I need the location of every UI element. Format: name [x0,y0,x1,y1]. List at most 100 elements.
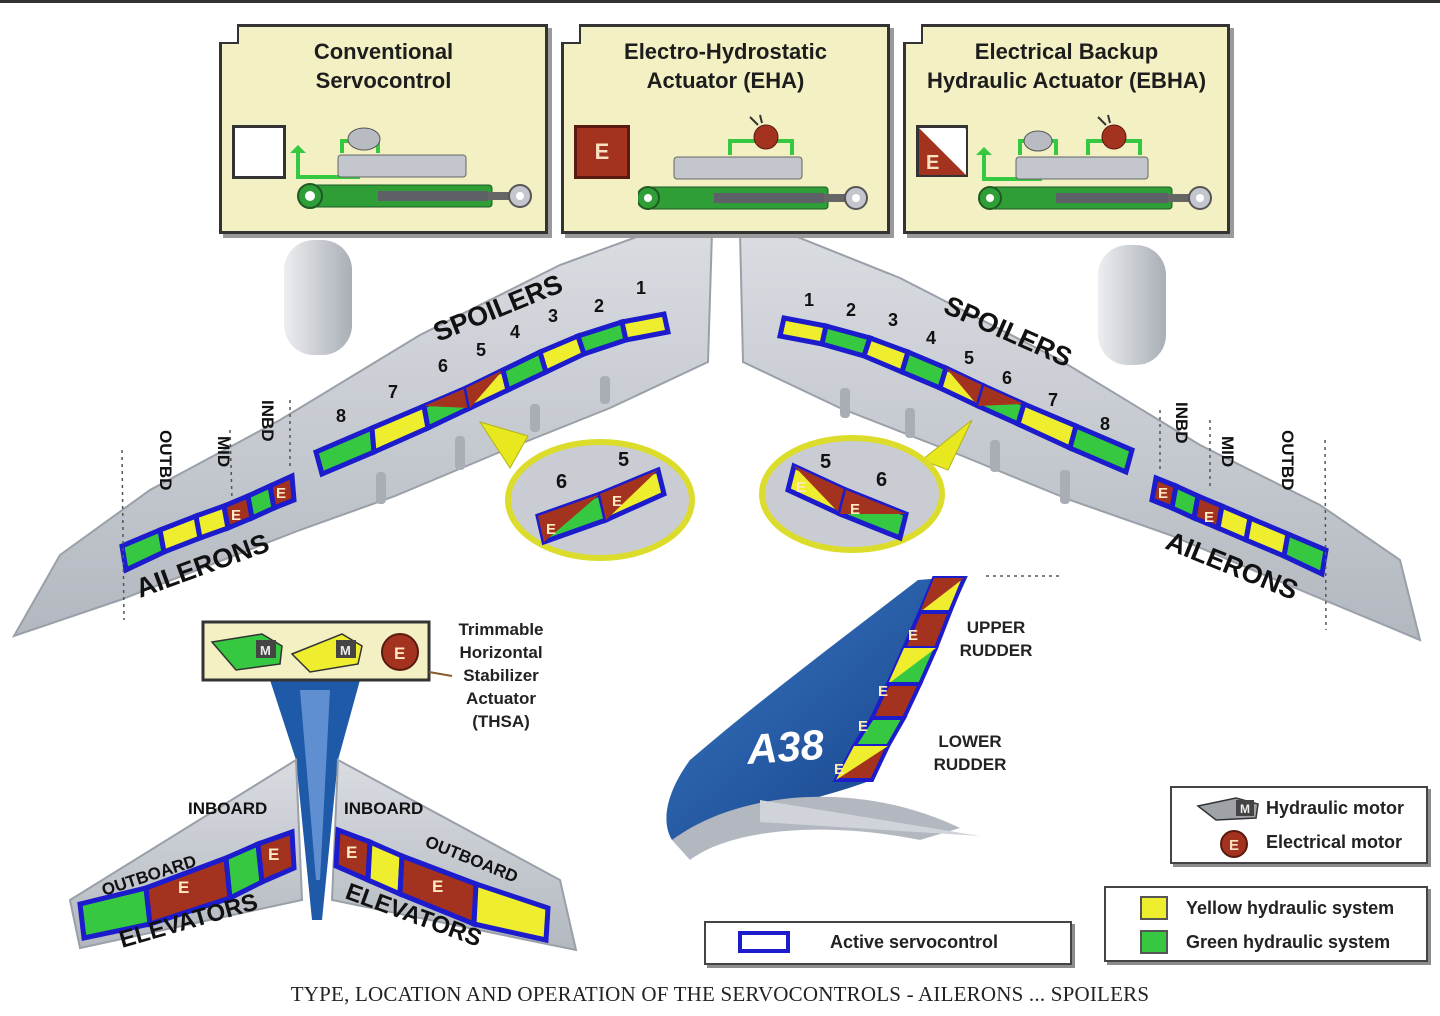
zoom-right-number: 5 [820,451,831,473]
right-spoiler-number: 5 [964,348,974,368]
zoom-right-e-marker: E [850,501,860,518]
rudder-e-marker: E [908,627,918,644]
left-inbd-label: INBD [258,400,277,442]
left-spoiler-number: 2 [594,296,604,316]
lower-rudder-label: LOWER RUDDER [933,732,1007,774]
hydraulic-motor-text: Hydraulic motor [1266,798,1405,818]
thsa-m-symbol: M [340,643,351,658]
left-spoiler-number: 1 [636,278,646,298]
left-aileron-e-marker: E [231,507,241,524]
right-spoiler-number: 2 [846,300,856,320]
ebha-card: Electrical Backup Hydraulic Actuator (EB… [903,24,1230,234]
zoom-right-panel-5-ebha [794,466,846,514]
right-spoiler-number: 3 [888,310,898,330]
thsa-e-symbol: E [394,644,405,663]
hydraulic-motor-symbol: M [1240,802,1250,816]
zoom-left-panel-5-ebha [600,470,658,520]
right-spoiler-number: 6 [1002,368,1012,388]
left-zoom-callout [478,421,695,561]
ebha-title: Electrical Backup Hydraulic Actuator (EB… [926,39,1207,93]
left-outbd-label: OUTBD [156,430,175,490]
electrical-motor-icon: E [1220,830,1248,858]
right-ailerons [1149,474,1329,578]
right-zoom-callout [759,419,973,553]
left-spoiler-number: 5 [476,340,486,360]
green-system-swatch [1140,930,1168,954]
right-spoiler-8 [1067,422,1135,476]
yellow-system-swatch [1140,896,1168,920]
thsa-symbols [201,620,453,682]
left-inner-engine [284,240,352,355]
legend-hydraulic-systems: Yellow hydraulic system Green hydraulic … [1104,886,1428,962]
rudder-e-marker: E [834,761,844,778]
right-spoiler-number: 4 [926,328,936,348]
right-spoiler-number: 7 [1048,390,1058,410]
ebha-symbol-box: E [916,125,968,177]
right-spoiler-number: 1 [804,290,814,310]
left-spoiler-number: 7 [388,382,398,402]
flap-track-fairings [376,376,1070,504]
right-mid-label: MID [1218,436,1237,467]
right-spoiler-5-ebha [946,368,984,406]
conventional-actuator-icon [290,127,532,209]
fin-lettering: A38 [744,721,826,773]
yellow-system-text: Yellow hydraulic system [1186,898,1395,918]
thsa-m-symbol: M [260,643,271,658]
zoom-right-e-marker: E [796,479,806,496]
eha-title: Electro-Hydrostatic Actuator (EHA) [624,39,827,93]
left-spoiler-5-ebha [466,370,503,408]
figure-caption: TYPE, LOCATION AND OPERATION OF THE SERV… [290,982,1150,1006]
left-spoiler-number: 8 [336,406,346,426]
top-rule [0,0,1440,3]
right-spoilers [777,315,1135,476]
upper-rudder-1-ebha [920,578,964,612]
active-servocontrol-text: Active servocontrol [830,932,999,952]
zoom-left-e-marker: E [612,493,622,510]
thsa-m-box-yellow [336,640,356,658]
zoom-left-e-marker: E [546,521,556,538]
right-spoiler-6-ebha [978,386,1024,406]
right-inboard-label: INBOARD [344,799,423,818]
left-spoiler-number: 3 [548,306,558,326]
conventional-title: Conventional Servocontrol [313,39,454,93]
left-spoiler-number: 4 [510,322,520,342]
left-zoom-pointer [478,421,529,469]
eha-actuator-icon [638,114,868,210]
zoom-left-panel-6-ebha [538,494,600,542]
vertical-tail [666,576,980,860]
thsa-m-box-green [256,640,276,658]
right-outbd-label: OUTBD [1278,430,1297,490]
fin [666,576,968,840]
legend-motors: M Hydraulic motor E Electrical motor [1170,786,1428,864]
thsa-electrical-motor [381,633,419,671]
upper-rudder-3-yellow [888,648,936,684]
horizontal-tail [68,680,578,952]
right-aileron-outbd-2 [1281,530,1329,578]
rudder-e-marker: E [858,718,868,735]
elevator-e-marker: E [178,878,189,897]
zoom-left-number: 5 [618,449,629,471]
zoom-left-number: 6 [556,471,567,493]
right-inner-engine [1098,245,1166,365]
hydraulic-motor-icon: M [1196,797,1259,821]
eha-symbol-box: E [574,125,630,179]
thsa-label: Trimmable Horizontal Stabilizer Actuator… [458,620,544,731]
elevator-e-marker: E [268,845,279,864]
right-elevator-outboard-2 [471,880,551,944]
fuselage-tail-cone [672,796,960,860]
left-mid-label: MID [214,436,233,467]
zoom-right-panel-6-ebha [840,490,906,514]
upper-rudder-label: UPPER RUDDER [959,618,1033,660]
lower-rudder-3-yellow [836,746,888,780]
tail-plane-edge [760,800,980,836]
right-aileron-e-marker: E [1158,485,1168,502]
legend-active-servocontrol: Active servocontrol [704,921,1072,965]
left-inboard-label: INBOARD [188,799,267,818]
active-servocontrol-swatch [738,931,790,953]
left-elevator-inboard-2 [255,828,297,886]
elevator-e-marker: E [432,877,443,896]
ebha-actuator-icon [976,114,1212,210]
ebha-e-symbol: E [926,152,939,174]
conventional-servocontrol-card: Conventional Servocontrol [219,24,548,234]
